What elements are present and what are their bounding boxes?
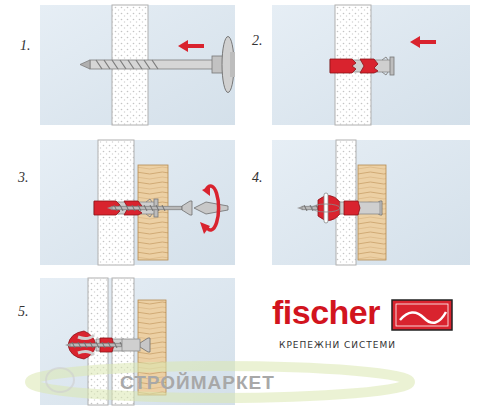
step-number: 4.: [252, 170, 263, 185]
watermark: СТРОЙМАРКЕТ: [120, 373, 275, 394]
step-number: 2.: [252, 33, 263, 48]
step-number: 5.: [18, 304, 29, 319]
brand-logo: fischer: [272, 294, 380, 331]
step-number: 1.: [20, 38, 31, 53]
brand-tagline: КРЕПЕЖНИ СИСТЕМИ: [279, 341, 396, 351]
step-number: 3.: [18, 170, 29, 185]
